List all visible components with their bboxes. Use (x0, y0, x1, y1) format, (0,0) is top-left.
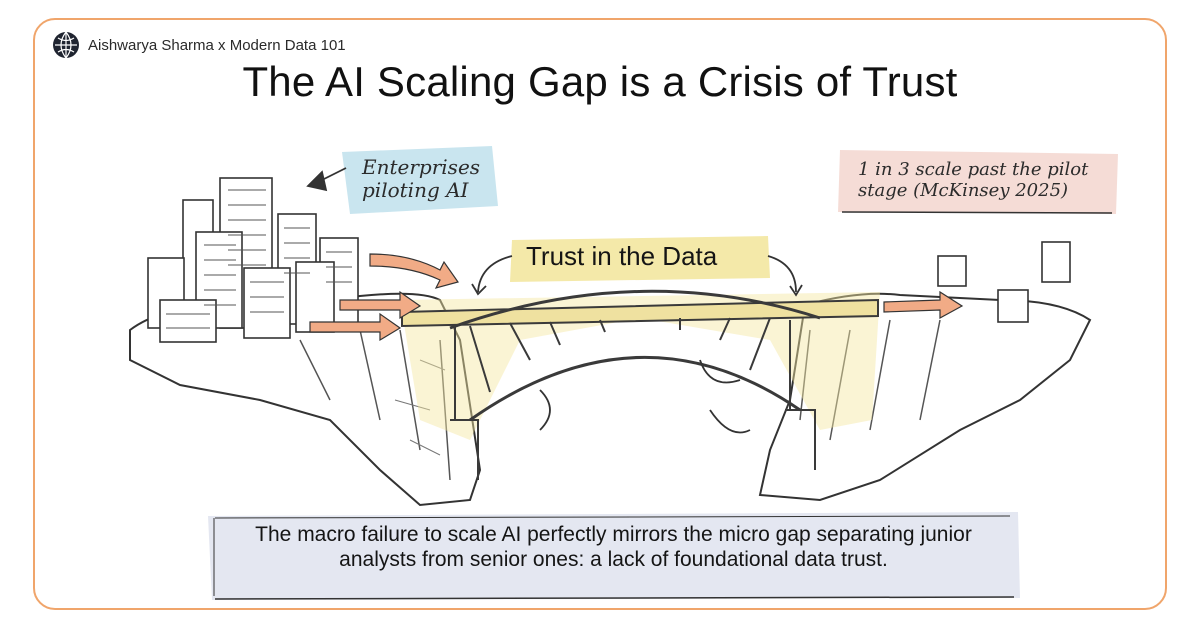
note-right-highlight (838, 150, 1118, 214)
caption-underline (214, 596, 1015, 600)
caption: The macro failure to scale AI perfectly … (255, 523, 972, 572)
bracket-arrows (306, 167, 803, 434)
bridge (401, 289, 879, 480)
brand-byline: Aishwarya Sharma x Modern Data 101 (88, 36, 346, 54)
bridge-label: Trust in the Data (526, 241, 718, 271)
note-right-underline (841, 211, 1113, 214)
caption-top-line (214, 515, 1011, 519)
globe-logo-icon (53, 31, 79, 59)
note-mckinsey: 1 in 3 scale past the pilot stage (McKin… (858, 159, 1089, 201)
bridge-glow (400, 292, 880, 440)
note-left-highlight (342, 146, 498, 214)
flow-arrows (309, 253, 964, 342)
trust-label-highlight (510, 236, 770, 282)
brand-header: Aishwarya Sharma x Modern Data 101 (52, 30, 346, 60)
note-enterprises: Enterprises piloting AI (362, 155, 481, 202)
page-title: The AI Scaling Gap is a Crisis of Trust (242, 58, 958, 105)
caption-highlight (208, 512, 1020, 600)
city-right (937, 241, 1071, 323)
city-left (147, 177, 359, 343)
